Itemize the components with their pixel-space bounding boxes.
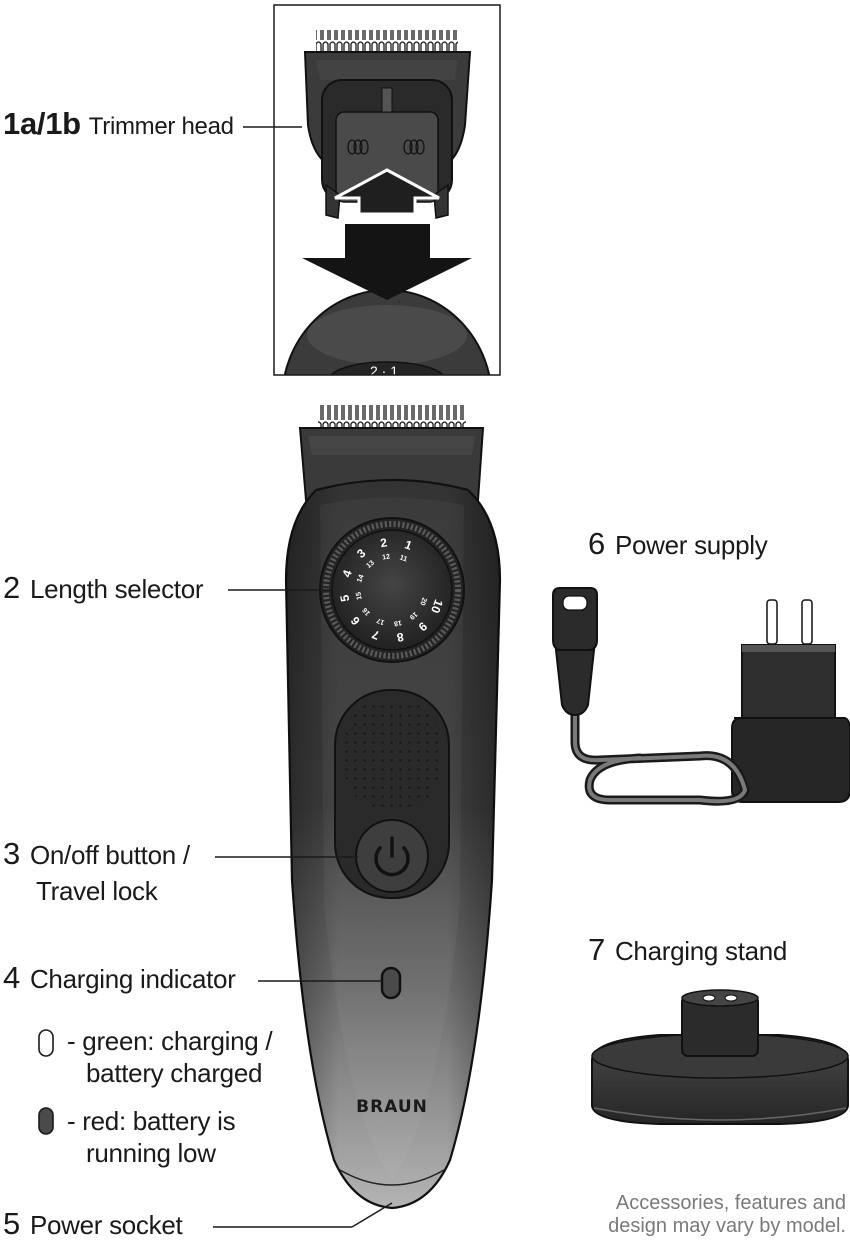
label-power-socket: 5 Power socket (3, 1206, 183, 1241)
label-number: 7 (588, 932, 605, 967)
dial-number-inner-9: 20 (418, 596, 427, 606)
leader-lines (213, 126, 393, 1228)
dial-number-inner-8: 19 (408, 610, 419, 620)
label-text: Power supply (614, 530, 768, 560)
dial-number-inner-4: 15 (355, 591, 363, 600)
label-text: Charging indicator (29, 964, 236, 994)
dial-number-outer-6: 7 (370, 627, 381, 643)
label-text: On/off button / (29, 840, 190, 870)
dial-number-inner-7: 18 (393, 618, 402, 626)
dial-number-inner-6: 17 (376, 616, 386, 625)
label-length-selector: 2 Length selector (3, 570, 204, 605)
legend-red-line2: running low (86, 1138, 216, 1168)
charging-indicator-led (380, 966, 402, 1000)
label-text: Power socket (29, 1210, 183, 1240)
label-on-off-button: 3 On/off button / (3, 838, 190, 871)
red-led-icon (38, 1107, 54, 1135)
legend-green-line1: - green: charging / (67, 1026, 273, 1056)
label-text: Length selector (29, 574, 204, 604)
dial-number-inner-0: 11 (399, 554, 408, 563)
brand-logo: BRAUN (356, 1097, 428, 1117)
label-charging-indicator: 4 Charging indicator (3, 962, 236, 995)
green-led-icon (38, 1029, 54, 1057)
power-icon (374, 836, 410, 877)
label-number: 2 (3, 570, 20, 605)
disclaimer-line2: design may vary by model. (608, 1215, 846, 1237)
label-power-supply: 6 Power supply (588, 526, 768, 561)
label-number: 5 (3, 1206, 20, 1241)
dial-number-outer-4: 5 (337, 593, 352, 602)
dial-number-outer-3: 4 (339, 568, 355, 579)
dial-number-inner-5: 16 (361, 606, 371, 617)
legend-green-line2: battery charged (86, 1058, 263, 1088)
dial-number-outer-0: 1 (403, 537, 414, 553)
dial-number-outer-7: 8 (395, 630, 404, 645)
dial-number-inner-1: 12 (382, 553, 391, 561)
label-travel-lock: Travel lock (36, 876, 158, 906)
dial-number-outer-1: 2 (379, 535, 388, 550)
disclaimer-line1: Accessories, features and (615, 1192, 846, 1214)
label-number: 6 (588, 526, 605, 561)
charging-stand (591, 989, 849, 1125)
dial-number-outer-9: 10 (428, 598, 446, 616)
inset-dial-text: 2 · 1 (370, 363, 398, 379)
dial-number-inner-3: 14 (356, 574, 365, 584)
inset-trimmer-head: 2 · 1 (273, 4, 501, 379)
inset-frame (273, 4, 501, 376)
disclaimer: Accessories, features and design may var… (608, 1192, 846, 1238)
label-charging-stand: 7 Charging stand (588, 934, 787, 967)
label-number: 1a/1b (3, 106, 81, 141)
label-number: 3 (3, 836, 20, 871)
on-off-button[interactable] (355, 819, 429, 893)
label-trimmer-head: 1a/1b Trimmer head (3, 108, 234, 143)
dial-number-inner-2: 13 (365, 559, 376, 569)
label-text: Trimmer head (88, 113, 234, 140)
power-supply (552, 587, 850, 806)
label-number: 4 (3, 960, 20, 995)
legend-red-line1: - red: battery is (67, 1106, 236, 1136)
label-text: Charging stand (614, 936, 788, 966)
